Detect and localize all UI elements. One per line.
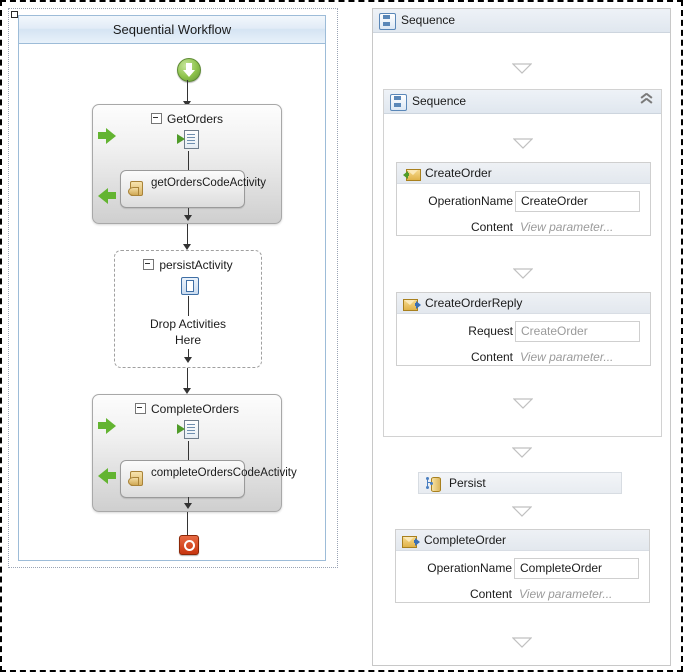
drop-triangle-icon[interactable] (512, 447, 532, 458)
activity-getorderscodeactivity-label: getOrdersCodeActivity (151, 177, 267, 189)
property-row-operationname: OperationName CreateOrder (397, 191, 650, 213)
connector-arrow (183, 388, 191, 394)
workflow-surface[interactable]: Sequential Workflow GetOrders (18, 15, 326, 561)
connector-line (187, 368, 188, 390)
operationname-input[interactable]: CompleteOrder (514, 558, 639, 579)
persist-database-icon (426, 477, 442, 492)
operationname-input[interactable]: CreateOrder (515, 191, 640, 212)
drop-triangle-icon[interactable] (513, 138, 533, 149)
getorders-out-arrow-icon (98, 188, 116, 204)
content-view-parameter-link[interactable]: View parameter... (520, 220, 614, 234)
receive-document-icon (177, 130, 199, 149)
property-row-content: Content View parameter... (397, 347, 650, 369)
sequence-icon (379, 13, 396, 30)
outer-sequence-header[interactable]: Sequence (373, 9, 670, 33)
connector-line (188, 208, 189, 218)
request-input[interactable]: CreateOrder (515, 321, 640, 342)
content-view-parameter-link[interactable]: View parameter... (520, 350, 614, 364)
drop-triangle-icon[interactable] (512, 637, 532, 648)
property-row-content: Content View parameter... (397, 217, 650, 239)
property-row-request: Request CreateOrder (397, 321, 650, 343)
wf4-sequence-designer[interactable]: Sequence Sequence (372, 8, 671, 666)
drop-triangle-icon[interactable] (513, 398, 533, 409)
activity-persist[interactable]: Persist (418, 472, 622, 494)
activity-completeorders[interactable]: CompleteOrders completeOrdersCodeActivit… (92, 394, 297, 512)
activity-persist-title: Persist (449, 476, 486, 490)
drop-triangle-icon[interactable] (512, 63, 532, 74)
workflow-title: Sequential Workflow (19, 16, 325, 44)
receive-message-icon (403, 168, 421, 181)
activity-createorder-title: CreateOrder (425, 166, 492, 180)
inner-sequence-title: Sequence (412, 94, 467, 108)
sequential-workflow-designer[interactable]: Sequential Workflow GetOrders (8, 8, 338, 568)
connector-arrow (183, 244, 191, 250)
activity-createorderreply-title: CreateOrderReply (425, 296, 523, 310)
collapse-expander-icon[interactable] (150, 113, 162, 125)
drop-triangle-icon[interactable] (512, 506, 532, 517)
outer-sequence-title: Sequence (401, 13, 456, 27)
activity-getorders[interactable]: GetOrders getOrdersCodeActivity (92, 104, 282, 224)
connector-line (188, 151, 189, 173)
connector-line (187, 224, 188, 246)
start-arrow-icon[interactable] (177, 58, 201, 82)
connector-line (188, 349, 189, 361)
connector-line (187, 512, 188, 538)
activity-completeorders-title: CompleteOrders (93, 402, 281, 416)
activity-completeorder-header[interactable]: CompleteOrder (396, 530, 649, 551)
property-label: OperationName (428, 194, 513, 208)
connector-line (188, 497, 189, 507)
persist-icon (181, 277, 199, 295)
activity-completeorderscodeactivity[interactable]: completeOrdersCodeActivity (120, 460, 297, 498)
activity-createorderreply[interactable]: CreateOrderReply Request CreateOrder Con… (396, 292, 651, 366)
property-label: OperationName (427, 561, 512, 575)
selection-handle[interactable] (11, 11, 18, 18)
completeorders-out-arrow-icon (98, 468, 116, 484)
property-label: Content (470, 350, 513, 364)
connector-arrow (184, 503, 192, 509)
property-label: Content (470, 220, 513, 234)
connector-line (188, 296, 189, 316)
activity-persistactivity[interactable]: persistActivity Drop Activities Here (114, 250, 262, 368)
completeorders-in-arrow-icon (98, 418, 116, 434)
collapse-expander-icon[interactable] (134, 403, 146, 415)
activity-getorders-title: GetOrders (93, 112, 281, 126)
activity-getorderscodeactivity[interactable]: getOrdersCodeActivity (120, 170, 267, 208)
content-view-parameter-link[interactable]: View parameter... (519, 587, 613, 601)
drop-activities-hint: Drop Activities Here (149, 317, 227, 347)
receive-document-icon (177, 420, 199, 439)
connector-arrow (184, 215, 192, 221)
send-reply-message-icon (402, 535, 420, 548)
property-label: Content (469, 587, 512, 601)
activity-persistactivity-title: persistActivity (115, 258, 261, 272)
drop-triangle-icon[interactable] (513, 268, 533, 279)
activity-completeorder[interactable]: CompleteOrder OperationName CompleteOrde… (395, 529, 650, 603)
activity-completeorder-title: CompleteOrder (424, 533, 507, 547)
property-row-operationname: OperationName CompleteOrder (396, 558, 649, 580)
activity-createorder-header[interactable]: CreateOrder (397, 163, 650, 184)
code-activity-scroll-icon (128, 180, 144, 196)
chevron-double-up-icon[interactable] (640, 95, 654, 109)
activity-createorderreply-header[interactable]: CreateOrderReply (397, 293, 650, 314)
property-row-content: Content View parameter... (396, 584, 649, 606)
property-label: Request (468, 324, 513, 338)
connector-line (188, 441, 189, 463)
activity-createorder[interactable]: CreateOrder OperationName CreateOrder Co… (396, 162, 651, 236)
stop-icon[interactable] (179, 535, 199, 555)
activity-completeorderscodeactivity-label: completeOrdersCodeActivity (151, 467, 297, 479)
connector-arrow (184, 357, 192, 363)
send-reply-message-icon (403, 298, 421, 311)
code-activity-scroll-icon (128, 470, 144, 486)
collapse-expander-icon[interactable] (143, 259, 155, 271)
inner-sequence-header[interactable]: Sequence (384, 90, 661, 114)
sequence-icon (390, 94, 407, 111)
getorders-in-arrow-icon (98, 128, 116, 144)
connector-line (187, 80, 188, 104)
inner-sequence[interactable]: Sequence CreateOrder OperationName (383, 89, 662, 437)
